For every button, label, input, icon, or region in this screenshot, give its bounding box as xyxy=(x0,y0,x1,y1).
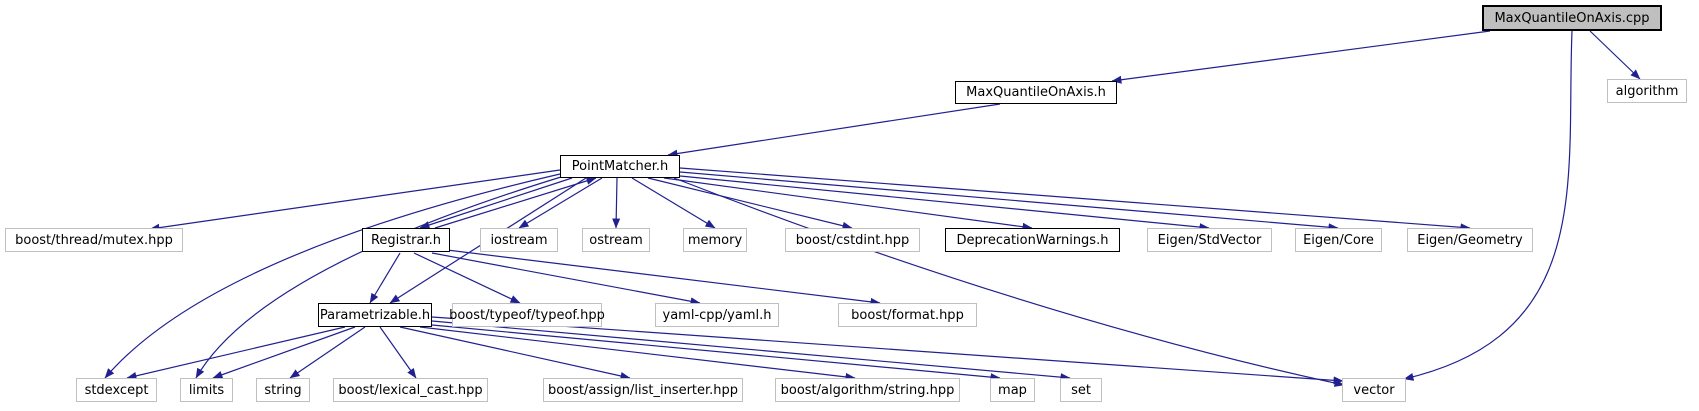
graph-node-label: Eigen/StdVector xyxy=(1157,232,1262,248)
graph-node-label: PointMatcher.h xyxy=(571,159,669,174)
graph-node-algostring: boost/algorithm/string.hpp xyxy=(775,378,960,402)
graph-node-label: boost/cstdint.hpp xyxy=(795,232,910,248)
graph-node-algorithm: algorithm xyxy=(1607,79,1687,103)
edge-pointmatcher-to-cstdint xyxy=(647,177,853,230)
edge-registrar-to-typeof xyxy=(413,252,521,304)
edge-pointmatcher-to-eigen_geometry xyxy=(679,167,1471,232)
graph-node-eigen_geometry: Eigen/Geometry xyxy=(1407,228,1533,252)
edge-registrar-to-yaml xyxy=(431,252,701,306)
graph-node-label: boost/thread/mutex.hpp xyxy=(15,232,173,248)
edge-registrar-to-pointmatcher xyxy=(434,176,597,229)
graph-node-stdexcept: stdexcept xyxy=(76,378,157,402)
graph-node-assign: boost/assign/list_inserter.hpp xyxy=(543,378,743,402)
graph-node-registrar[interactable]: Registrar.h xyxy=(362,228,450,252)
edge-pointmatcher-to-vector xyxy=(673,177,1345,387)
edge-parametrizable-to-lexical xyxy=(379,326,417,379)
graph-node-label: boost/assign/list_inserter.hpp xyxy=(547,382,739,398)
edge-pointmatcher-to-ostream xyxy=(612,177,621,229)
graph-node-label: boost/typeof/typeof.hpp xyxy=(449,307,605,323)
graph-node-deprecation[interactable]: DeprecationWarnings.h xyxy=(945,228,1120,252)
edge-pointmatcher-to-deprecation xyxy=(663,177,1033,231)
graph-node-label: yaml-cpp/yaml.h xyxy=(662,307,772,323)
graph-node-label: Eigen/Core xyxy=(1303,232,1374,248)
graph-node-label: Registrar.h xyxy=(370,232,441,248)
graph-node-label: set xyxy=(1071,382,1091,398)
graph-node-label: iostream xyxy=(490,232,548,248)
graph-node-yaml: yaml-cpp/yaml.h xyxy=(655,303,779,327)
graph-node-label: boost/algorithm/string.hpp xyxy=(780,382,955,398)
graph-node-cpp: MaxQuantileOnAxis.cpp xyxy=(1482,5,1662,31)
edge-pointmatcher-to-stdexcept xyxy=(104,173,561,379)
graph-node-pointmatcher[interactable]: PointMatcher.h xyxy=(560,155,680,178)
graph-node-eigen_core: Eigen/Core xyxy=(1295,228,1382,252)
edge-maxq_h-to-pointmatcher xyxy=(667,103,1001,158)
graph-node-label: DeprecationWarnings.h xyxy=(956,232,1109,248)
graph-node-label: vector xyxy=(1353,382,1395,398)
graph-node-eigen_stdvector: Eigen/StdVector xyxy=(1147,228,1272,252)
edge-cpp-to-algorithm xyxy=(1589,30,1641,80)
edge-pointmatcher-to-mutex xyxy=(149,169,561,232)
graph-node-label: MaxQuantileOnAxis.h xyxy=(966,85,1106,100)
edge-pointmatcher-to-memory xyxy=(631,177,716,229)
graph-node-map: map xyxy=(990,378,1035,402)
graph-node-label: memory xyxy=(687,232,743,248)
graph-node-parametrizable[interactable]: Parametrizable.h xyxy=(318,303,432,327)
graph-node-label: algorithm xyxy=(1615,83,1679,99)
graph-node-ostream: ostream xyxy=(582,228,650,252)
edge-cpp-to-vector xyxy=(1403,30,1573,381)
graph-node-lexical: boost/lexical_cast.hpp xyxy=(333,378,488,402)
edge-pointmatcher-to-eigen_core xyxy=(679,171,1339,232)
graph-node-memory: memory xyxy=(683,228,747,252)
graph-node-iostream: iostream xyxy=(480,228,558,252)
edge-parametrizable-to-set xyxy=(431,320,1071,382)
graph-node-label: map xyxy=(998,382,1027,398)
graph-node-format: boost/format.hpp xyxy=(838,303,977,327)
graph-node-maxq_h[interactable]: MaxQuantileOnAxis.h xyxy=(955,81,1117,104)
graph-node-label: Parametrizable.h xyxy=(319,307,431,323)
edge-parametrizable-to-vector xyxy=(431,316,1344,385)
edge-pointmatcher-to-registrar xyxy=(419,177,573,229)
graph-node-label: ostream xyxy=(589,232,643,248)
graph-node-typeof: boost/typeof/typeof.hpp xyxy=(449,303,605,327)
graph-node-limits: limits xyxy=(180,378,233,402)
edge-registrar-to-format xyxy=(446,249,881,306)
graph-node-label: stdexcept xyxy=(84,382,149,398)
edge-registrar-to-parametrizable xyxy=(369,252,401,304)
graph-node-mutex: boost/thread/mutex.hpp xyxy=(5,228,183,252)
graph-node-label: Eigen/Geometry xyxy=(1417,232,1523,248)
graph-node-cstdint: boost/cstdint.hpp xyxy=(785,228,920,252)
graph-node-string: string xyxy=(256,378,310,402)
graph-node-label: boost/lexical_cast.hpp xyxy=(338,382,483,398)
edge-pointmatcher-to-limits xyxy=(195,176,562,379)
graph-node-vector: vector xyxy=(1342,378,1406,402)
edge-pointmatcher-to-iostream xyxy=(518,177,603,229)
edge-pointmatcher-to-eigen_stdvector xyxy=(679,175,1210,232)
edge-parametrizable-to-string xyxy=(289,326,366,379)
edge-parametrizable-to-map xyxy=(431,324,1001,382)
graph-node-set: set xyxy=(1060,378,1102,402)
edge-parametrizable-to-limits xyxy=(212,326,356,379)
edge-parametrizable-to-assign xyxy=(399,326,631,380)
graph-node-label: MaxQuantileOnAxis.cpp xyxy=(1494,10,1650,26)
edge-parametrizable-to-algostring xyxy=(419,326,856,381)
graph-node-label: string xyxy=(264,382,302,398)
edge-parametrizable-to-stdexcept xyxy=(126,326,346,380)
graph-node-label: limits xyxy=(188,382,225,398)
graph-node-label: boost/format.hpp xyxy=(851,307,964,323)
edge-cpp-to-maxq_h xyxy=(1111,30,1491,84)
